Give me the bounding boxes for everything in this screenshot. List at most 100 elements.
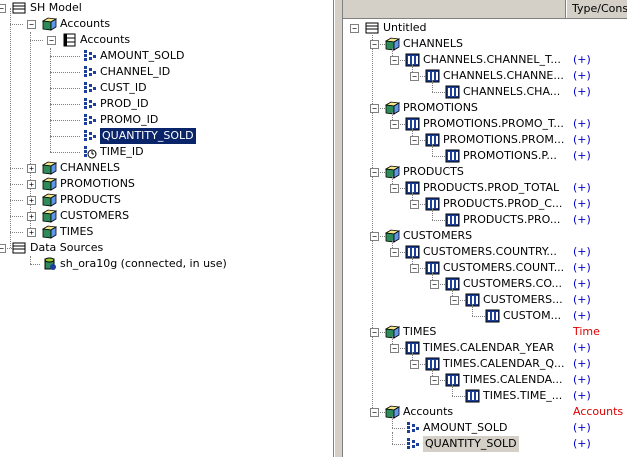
collapse-toggle-icon[interactable]: − bbox=[410, 360, 419, 369]
tree-node-sh-model[interactable]: −SH Model bbox=[0, 0, 333, 16]
collapse-toggle-icon[interactable]: − bbox=[410, 136, 419, 145]
tree-node-level[interactable]: −CUSTOMERS...(+) bbox=[343, 292, 627, 308]
collapse-toggle-icon[interactable]: − bbox=[390, 120, 399, 129]
tree-node-customers[interactable]: −CUSTOMERS bbox=[343, 228, 627, 244]
add-constraint-link[interactable]: (+) bbox=[573, 53, 591, 66]
add-constraint-link[interactable]: (+) bbox=[573, 421, 591, 434]
collapse-toggle-icon[interactable]: − bbox=[390, 184, 399, 193]
collapse-toggle-icon[interactable]: − bbox=[370, 232, 379, 241]
expand-toggle-icon[interactable]: + bbox=[27, 164, 36, 173]
add-constraint-link[interactable]: (+) bbox=[573, 149, 591, 162]
tree-label: QUANTITY_SOLD bbox=[99, 127, 197, 145]
type-column-header[interactable]: Type/Cons bbox=[566, 0, 627, 18]
cube-icon bbox=[41, 161, 58, 175]
collapse-toggle-icon[interactable]: − bbox=[0, 4, 6, 13]
tree-node-level[interactable]: CUSTOM...(+) bbox=[343, 308, 627, 324]
add-constraint-link[interactable]: (+) bbox=[573, 117, 591, 130]
tree-node-measure[interactable]: CUST_ID bbox=[0, 80, 333, 96]
collapse-toggle-icon[interactable]: − bbox=[430, 376, 439, 385]
collapse-toggle-icon[interactable]: − bbox=[370, 408, 379, 417]
tree-node-data-source[interactable]: sh_ora10g (connected, in use) bbox=[0, 256, 333, 272]
tree-node-level[interactable]: −TIMES.CALENDA...(+) bbox=[343, 372, 627, 388]
collapse-toggle-icon[interactable]: − bbox=[350, 24, 359, 33]
collapse-toggle-icon[interactable]: − bbox=[47, 36, 56, 45]
tree-node-measure[interactable]: QUANTITY_SOLD bbox=[0, 127, 333, 145]
tree-node-products[interactable]: −PRODUCTS bbox=[343, 164, 627, 180]
tree-node-level[interactable]: −TIMES.CALENDAR_YEAR(+) bbox=[343, 340, 627, 356]
expand-toggle-icon[interactable]: + bbox=[27, 212, 36, 221]
tree-node-measure[interactable]: QUANTITY_SOLD(+) bbox=[343, 436, 627, 452]
add-constraint-link[interactable]: (+) bbox=[573, 69, 591, 82]
tree-node-measure[interactable]: AMOUNT_SOLD(+) bbox=[343, 420, 627, 436]
add-constraint-link[interactable]: (+) bbox=[573, 277, 591, 290]
tree-node-dimension[interactable]: +CUSTOMERS bbox=[0, 208, 333, 224]
tree-node-level[interactable]: −PROMOTIONS.PROMO_T...(+) bbox=[343, 116, 627, 132]
collapse-toggle-icon[interactable]: − bbox=[410, 72, 419, 81]
add-constraint-link[interactable]: (+) bbox=[573, 261, 591, 274]
add-constraint-link[interactable]: (+) bbox=[573, 309, 591, 322]
expand-toggle-icon[interactable]: + bbox=[27, 196, 36, 205]
tree-node-measure[interactable]: AMOUNT_SOLD bbox=[0, 48, 333, 64]
tree-node-accounts[interactable]: −Accounts bbox=[0, 32, 333, 48]
add-constraint-link[interactable]: (+) bbox=[573, 357, 591, 370]
model-tree-pane[interactable]: −SH Model−Accounts−AccountsAMOUNT_SOLDCH… bbox=[0, 0, 334, 457]
cube-tree-pane[interactable]: Type/Cons −Untitled−CHANNELS−CHANNELS.CH… bbox=[342, 0, 627, 457]
tree-node-level[interactable]: −PROMOTIONS.PROM...(+) bbox=[343, 132, 627, 148]
collapse-toggle-icon[interactable]: − bbox=[27, 20, 36, 29]
tree-node-level[interactable]: −CHANNELS.CHANNEL_T...(+) bbox=[343, 52, 627, 68]
collapse-toggle-icon[interactable]: − bbox=[430, 280, 439, 289]
collapse-toggle-icon[interactable]: − bbox=[390, 56, 399, 65]
collapse-toggle-icon[interactable]: − bbox=[370, 168, 379, 177]
tree-node-dimension[interactable]: +TIMES bbox=[0, 224, 333, 240]
tree-node-level[interactable]: −CUSTOMERS.COUNT...(+) bbox=[343, 260, 627, 276]
cube-icon bbox=[384, 37, 401, 51]
tree-node-dimension[interactable]: +PROMOTIONS bbox=[0, 176, 333, 192]
collapse-toggle-icon[interactable]: − bbox=[390, 248, 399, 257]
tree-node-measure[interactable]: PROMO_ID bbox=[0, 112, 333, 128]
collapse-toggle-icon[interactable]: − bbox=[370, 104, 379, 113]
tree-node-accounts-cube[interactable]: −Accounts bbox=[0, 16, 333, 32]
tree-node-level[interactable]: −CUSTOMERS.COUNTRY...(+) bbox=[343, 244, 627, 260]
tree-node-level[interactable]: CHANNELS.CHA...(+) bbox=[343, 84, 627, 100]
tree-node-level[interactable]: −CHANNELS.CHANNE...(+) bbox=[343, 68, 627, 84]
add-constraint-link[interactable]: (+) bbox=[573, 181, 591, 194]
tree-node-promotions[interactable]: −PROMOTIONS bbox=[343, 100, 627, 116]
add-constraint-link[interactable]: (+) bbox=[573, 293, 591, 306]
add-constraint-link[interactable]: (+) bbox=[573, 133, 591, 146]
tree-node-measure[interactable]: TIME_ID bbox=[0, 144, 333, 160]
expand-toggle-icon[interactable]: + bbox=[27, 228, 36, 237]
add-constraint-link[interactable]: (+) bbox=[573, 213, 591, 226]
tree-node-measure[interactable]: PROD_ID bbox=[0, 96, 333, 112]
tree-node-level[interactable]: −CUSTOMERS.CO...(+) bbox=[343, 276, 627, 292]
collapse-toggle-icon[interactable]: − bbox=[410, 200, 419, 209]
add-constraint-link[interactable]: (+) bbox=[573, 389, 591, 402]
collapse-toggle-icon[interactable]: − bbox=[390, 344, 399, 353]
tree-node-dimension[interactable]: +CHANNELS bbox=[0, 160, 333, 176]
tree-node-level[interactable]: PROMOTIONS.P...(+) bbox=[343, 148, 627, 164]
tree-node-channels[interactable]: −CHANNELS bbox=[343, 36, 627, 52]
add-constraint-link[interactable]: (+) bbox=[573, 341, 591, 354]
collapse-toggle-icon[interactable]: − bbox=[410, 264, 419, 273]
tree-node-level[interactable]: −PRODUCTS.PROD_TOTAL(+) bbox=[343, 180, 627, 196]
add-constraint-link[interactable]: (+) bbox=[573, 245, 591, 258]
tree-node-level[interactable]: −PRODUCTS.PROD_C...(+) bbox=[343, 196, 627, 212]
tree-node-dimension[interactable]: +PRODUCTS bbox=[0, 192, 333, 208]
add-constraint-link[interactable]: (+) bbox=[573, 373, 591, 386]
add-constraint-link[interactable]: (+) bbox=[573, 437, 591, 450]
tree-node-level[interactable]: TIMES.TIME_...(+) bbox=[343, 388, 627, 404]
collapse-toggle-icon[interactable]: − bbox=[0, 244, 6, 253]
add-constraint-link[interactable]: (+) bbox=[573, 85, 591, 98]
tree-node-data-sources[interactable]: −Data Sources bbox=[0, 240, 333, 256]
tree-node-level[interactable]: PRODUCTS.PRO...(+) bbox=[343, 212, 627, 228]
expand-toggle-icon[interactable]: + bbox=[27, 180, 36, 189]
tree-node-measure[interactable]: CHANNEL_ID bbox=[0, 64, 333, 80]
collapse-toggle-icon[interactable]: − bbox=[450, 296, 459, 305]
tree-node-untitled[interactable]: −Untitled bbox=[343, 20, 627, 36]
tree-node-level[interactable]: −TIMES.CALENDAR_Q...(+) bbox=[343, 356, 627, 372]
collapse-toggle-icon[interactable]: − bbox=[370, 40, 379, 49]
pane-splitter[interactable] bbox=[334, 0, 342, 457]
collapse-toggle-icon[interactable]: − bbox=[370, 328, 379, 337]
add-constraint-link[interactable]: (+) bbox=[573, 197, 591, 210]
